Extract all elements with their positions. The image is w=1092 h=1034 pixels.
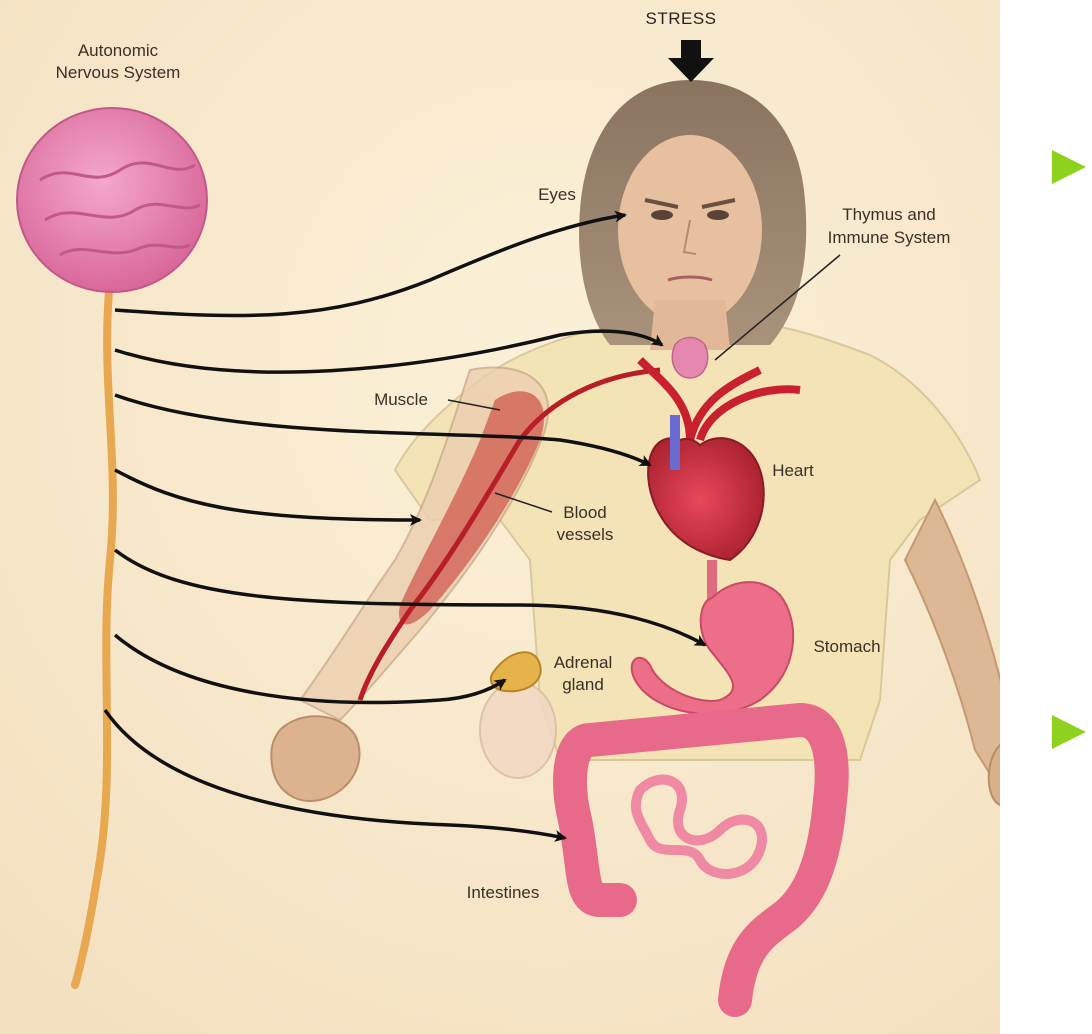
stress-label: STRESS bbox=[645, 9, 716, 28]
right-eye bbox=[707, 210, 729, 220]
adrenal-label-line2: gland bbox=[562, 675, 604, 694]
eyes-label: Eyes bbox=[538, 185, 576, 204]
thymus bbox=[672, 338, 707, 379]
intestines-label: Intestines bbox=[467, 883, 540, 902]
blood-vessels-label-line1: Blood bbox=[563, 503, 606, 522]
adrenal-label-line1: Adrenal bbox=[554, 653, 613, 672]
stomach-label: Stomach bbox=[813, 637, 880, 656]
stress-response-illustration: STRESS Autonomic Nervous System Eyes Thy… bbox=[0, 0, 1000, 1034]
face bbox=[618, 135, 762, 325]
thymus-label-line1: Thymus and bbox=[842, 205, 936, 224]
brain bbox=[17, 108, 207, 292]
blood-vessels-label-line2: vessels bbox=[557, 525, 614, 544]
kidney bbox=[480, 682, 556, 778]
left-eye bbox=[651, 210, 673, 220]
muscle-label: Muscle bbox=[374, 390, 428, 409]
bullet-arrow-icon bbox=[1052, 150, 1086, 184]
bullet-arrow-icon bbox=[1052, 715, 1086, 749]
thymus-label-line2: Immune System bbox=[828, 228, 951, 247]
ans-label-line2: Nervous System bbox=[56, 63, 181, 82]
heart-label: Heart bbox=[772, 461, 814, 480]
ans-label-line1: Autonomic bbox=[78, 41, 159, 60]
